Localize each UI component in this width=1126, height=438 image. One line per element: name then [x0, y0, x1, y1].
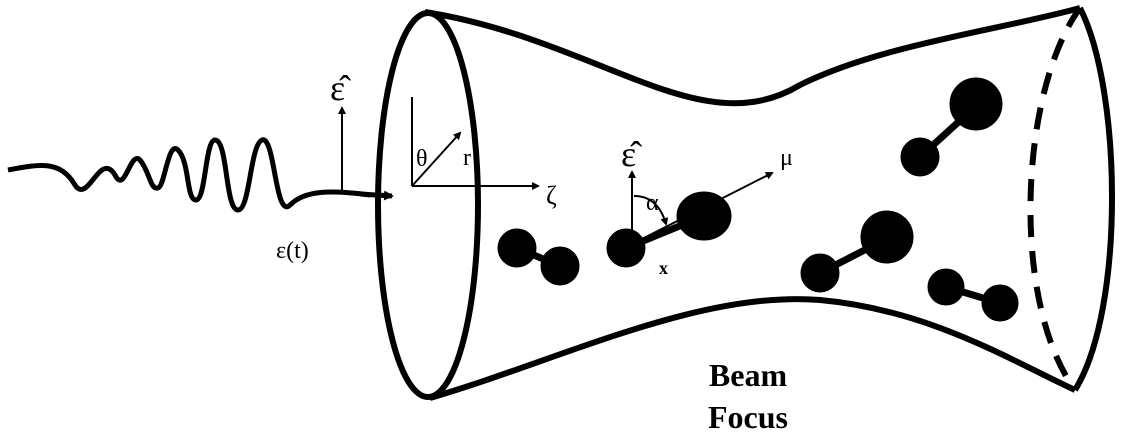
dipole-label: μ — [780, 145, 793, 171]
alignment-angle-label: α — [646, 190, 659, 216]
coordinate-axes — [411, 97, 540, 190]
field-polarization-vector-left: ε̂ — [330, 68, 351, 192]
beam-tube-top-edge — [424, 5, 1081, 107]
field-time-label: ε(t) — [276, 238, 309, 264]
molecule-upper-right — [900, 77, 1003, 177]
beam-focus-label-line2: Focus — [708, 399, 788, 435]
r-axis-arrow — [411, 131, 462, 187]
beam-exit-back-edge — [1072, 6, 1115, 392]
pulse-arrow-into-beam — [359, 190, 394, 201]
beam-focus-label-line1: Beam — [709, 357, 788, 393]
molecule-central — [606, 191, 732, 268]
zeta-label: ζ — [546, 181, 557, 210]
beam-entrance-ellipse — [375, 10, 481, 400]
molecules — [497, 77, 1019, 322]
theta-label: θ — [416, 146, 428, 172]
polarization-label-left: ε̂ — [330, 68, 351, 108]
laser-pulse-wave — [7, 137, 371, 213]
molecule-1 — [497, 228, 580, 286]
beam-exit-front-dashed-edge — [1027, 6, 1083, 392]
beam-tube-bottom-edge — [429, 296, 1077, 401]
r-label: r — [463, 145, 471, 171]
molecule-lower-right — [927, 268, 1019, 322]
molecule-lower-middle — [800, 210, 914, 293]
alignment-angle-arc — [633, 195, 669, 226]
molecule-axis-label: x — [659, 258, 668, 278]
beam-tube — [375, 5, 1115, 401]
polarization-label-center: ε̂ — [621, 134, 642, 174]
